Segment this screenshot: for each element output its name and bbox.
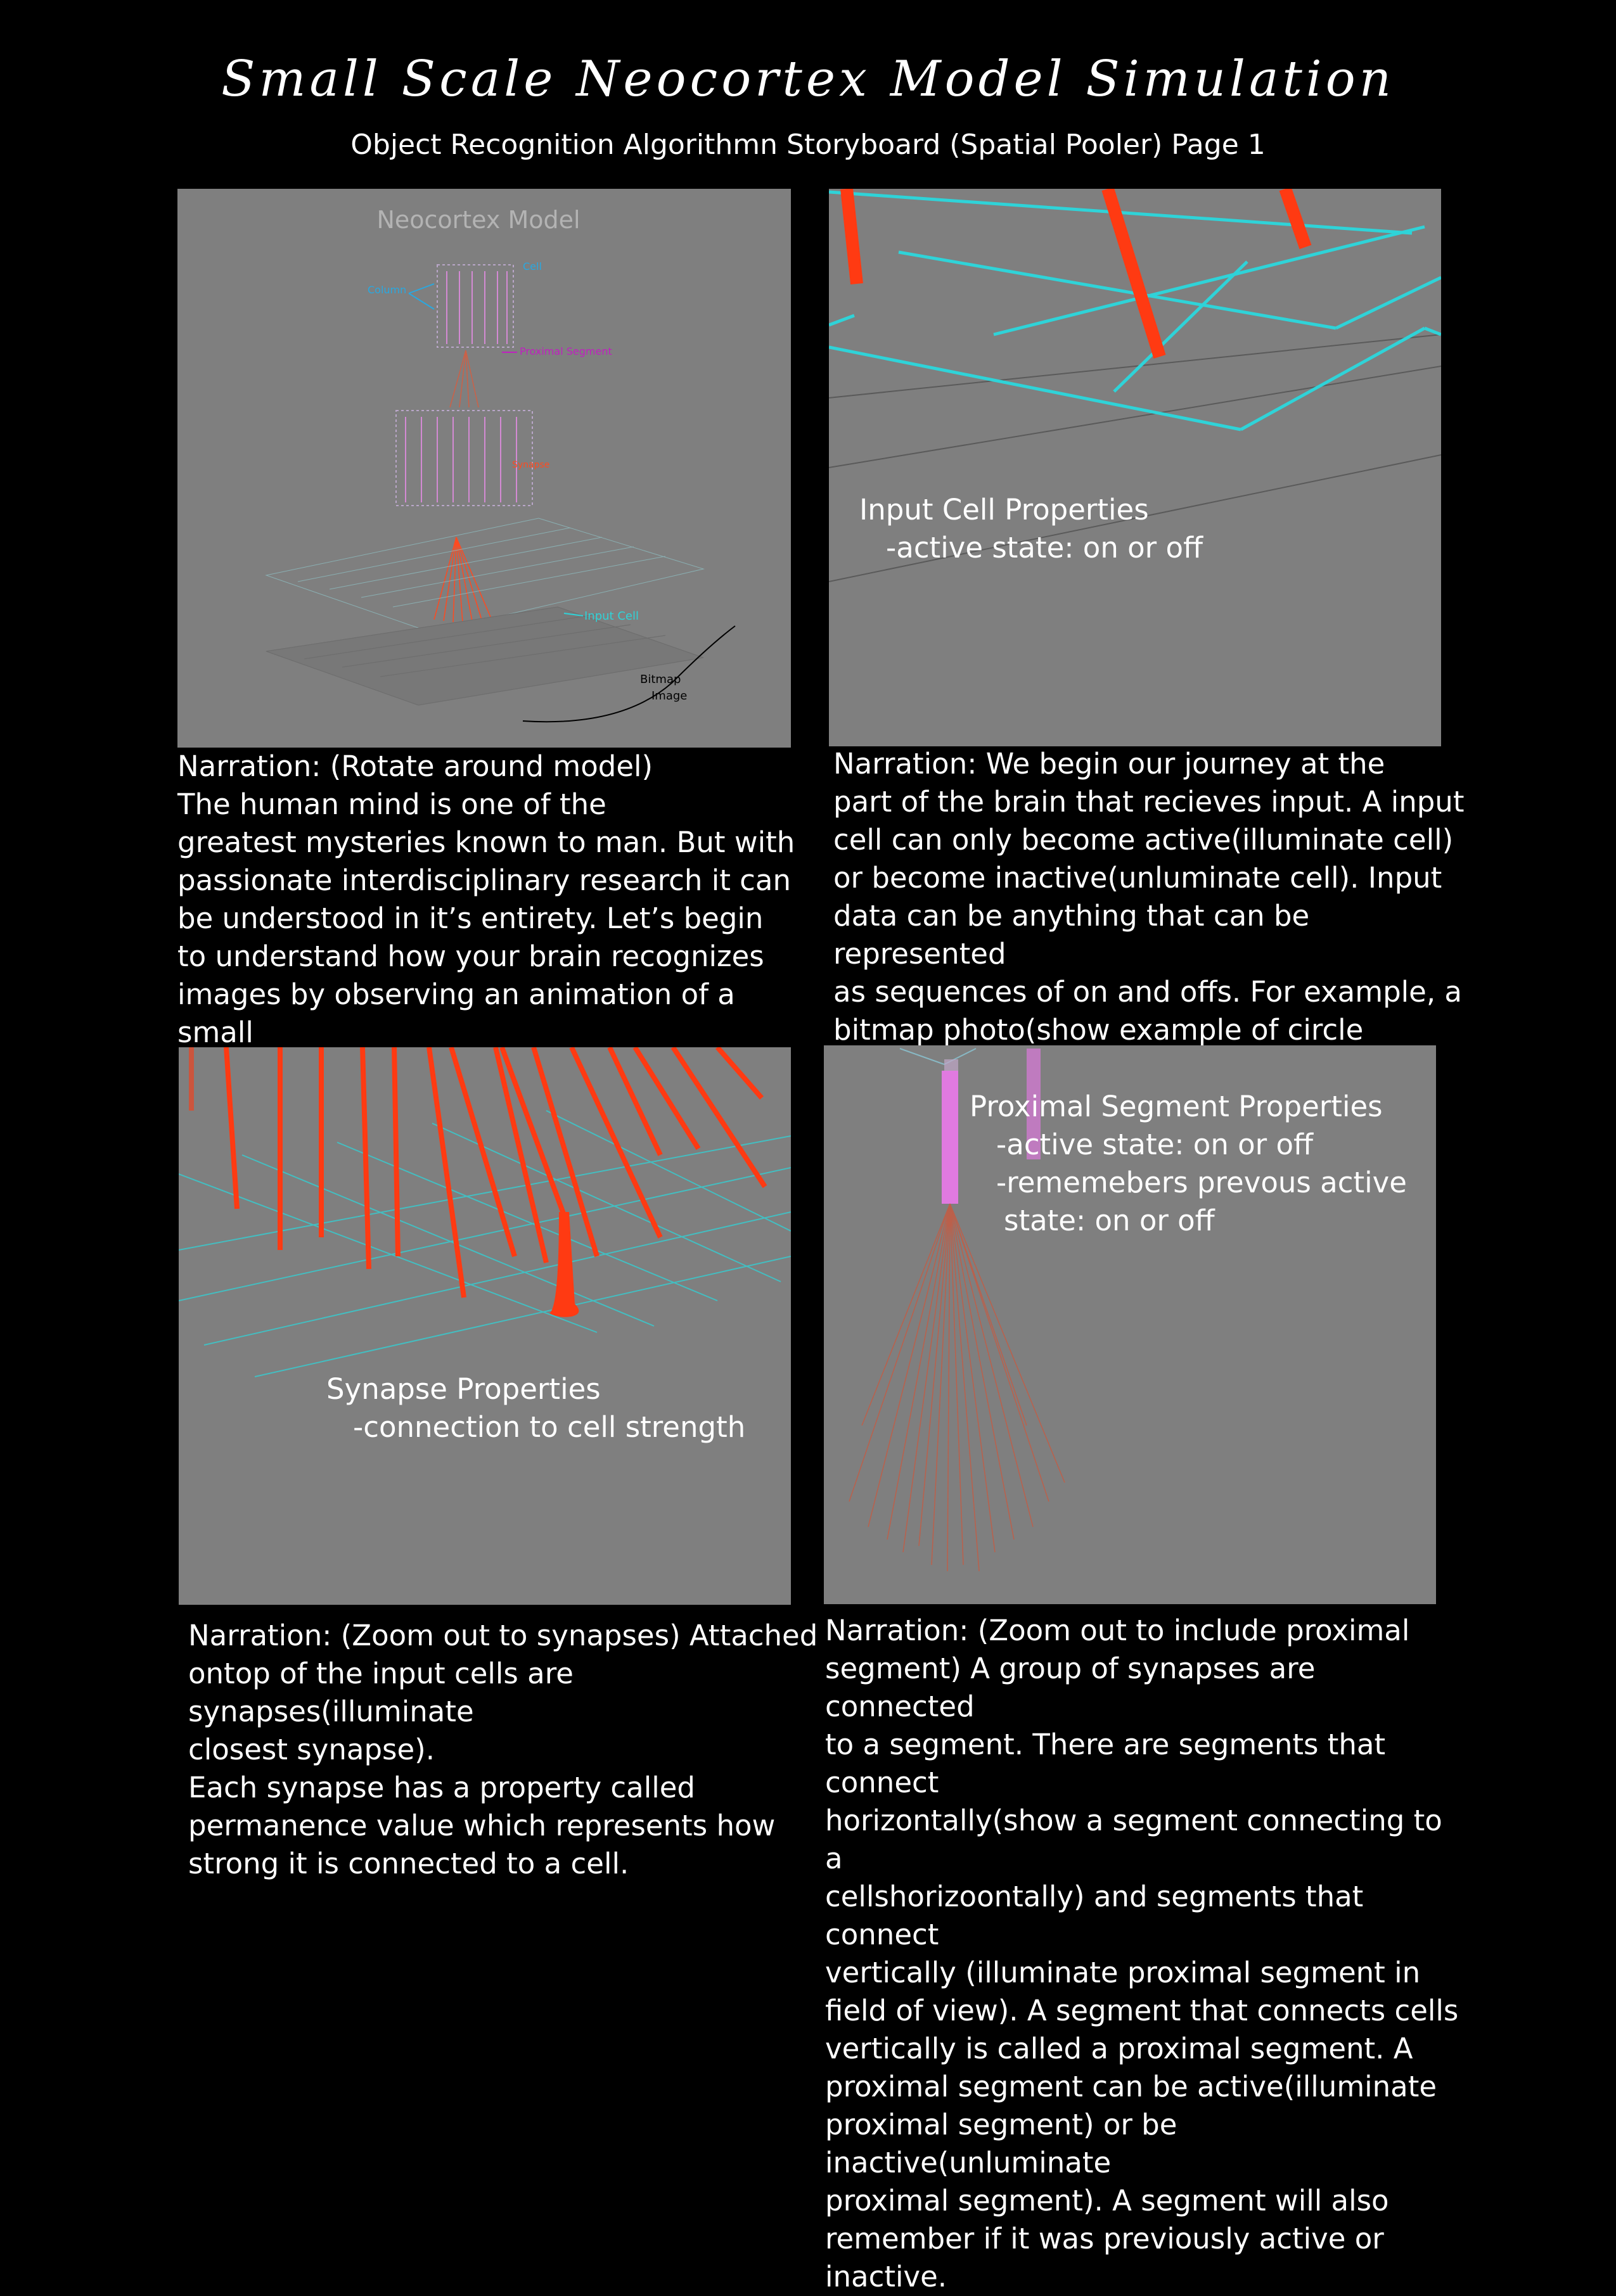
input-cell-illustration	[829, 189, 1441, 582]
narration-panel-2: Narration: We begin our journey at the p…	[833, 747, 1465, 1085]
synapse-properties-heading: Synapse Properties	[326, 1372, 601, 1406]
closest-synapse	[549, 1212, 579, 1317]
input-cell-property-active-state: -active state: on or off	[886, 531, 1203, 564]
narration-panel-3: Narration: (Zoom out to synapses) Attach…	[188, 1619, 818, 1880]
page-title: Small Scale Neocortex Model Simulation	[221, 51, 1395, 108]
lower-synapse-fan	[433, 537, 492, 623]
neocortex-model-illustration: Neocortex Model	[265, 206, 736, 723]
narration-panel-1: Narration: (Rotate around model) The hum…	[177, 749, 795, 1087]
panel-synapses: Synapse Properties -connection to cell s…	[179, 1047, 791, 1605]
model-title: Neocortex Model	[376, 206, 580, 234]
input-cell-properties-heading: Input Cell Properties	[859, 493, 1149, 526]
input-cell-plane	[265, 518, 705, 633]
proximal-segment	[942, 1071, 958, 1204]
proximal-synapse-fan	[849, 1203, 1065, 1572]
input-cell-grid	[829, 190, 1441, 431]
narration-panel-4: Narration: (Zoom out to include proximal…	[825, 1614, 1459, 2293]
label-bitmap: Bitmap	[640, 673, 681, 686]
label-input-cell: Input Cell	[584, 609, 639, 623]
panel-input-cell: Input Cell Properties -active state: on …	[829, 189, 1441, 746]
synapse-stubs	[840, 189, 1312, 359]
label-image: Image	[651, 689, 687, 703]
panel-neocortex-model: Neocortex Model	[177, 189, 791, 748]
proximal-segment-property-previous-state: state: on or off	[1004, 1204, 1215, 1237]
synapse-lines	[189, 1047, 767, 1298]
label-column: Column	[368, 284, 406, 296]
label-synapse: Synapse	[512, 460, 549, 470]
upper-cell-block	[437, 264, 514, 348]
synapse-illustration	[179, 1047, 791, 1377]
proximal-segment-properties-heading: Proximal Segment Properties	[970, 1090, 1383, 1123]
label-cell: Cell	[523, 260, 542, 272]
proximal-segment-property-active-state: -active state: on or off	[996, 1128, 1314, 1161]
lower-cell-block	[395, 410, 533, 506]
upper-synapse-fan	[449, 350, 479, 408]
proximal-segment-illustration	[849, 1048, 1065, 1572]
synapse-grid	[179, 1110, 791, 1377]
panel-proximal-segment: Proximal Segment Properties -active stat…	[824, 1045, 1436, 1604]
gray-grid-lines	[829, 334, 1441, 582]
synapse-property-connection-strength: -connection to cell strength	[353, 1410, 746, 1444]
secondary-segment	[1027, 1049, 1041, 1159]
cell-outline	[899, 1048, 977, 1065]
label-proximal-segment: Proximal Segment	[520, 345, 612, 357]
bitmap-plane	[266, 606, 704, 706]
proximal-segment-property-remembers: -rememebers prevous active	[996, 1166, 1407, 1199]
page-subtitle: Object Recognition Algorithmn Storyboard…	[350, 129, 1266, 161]
